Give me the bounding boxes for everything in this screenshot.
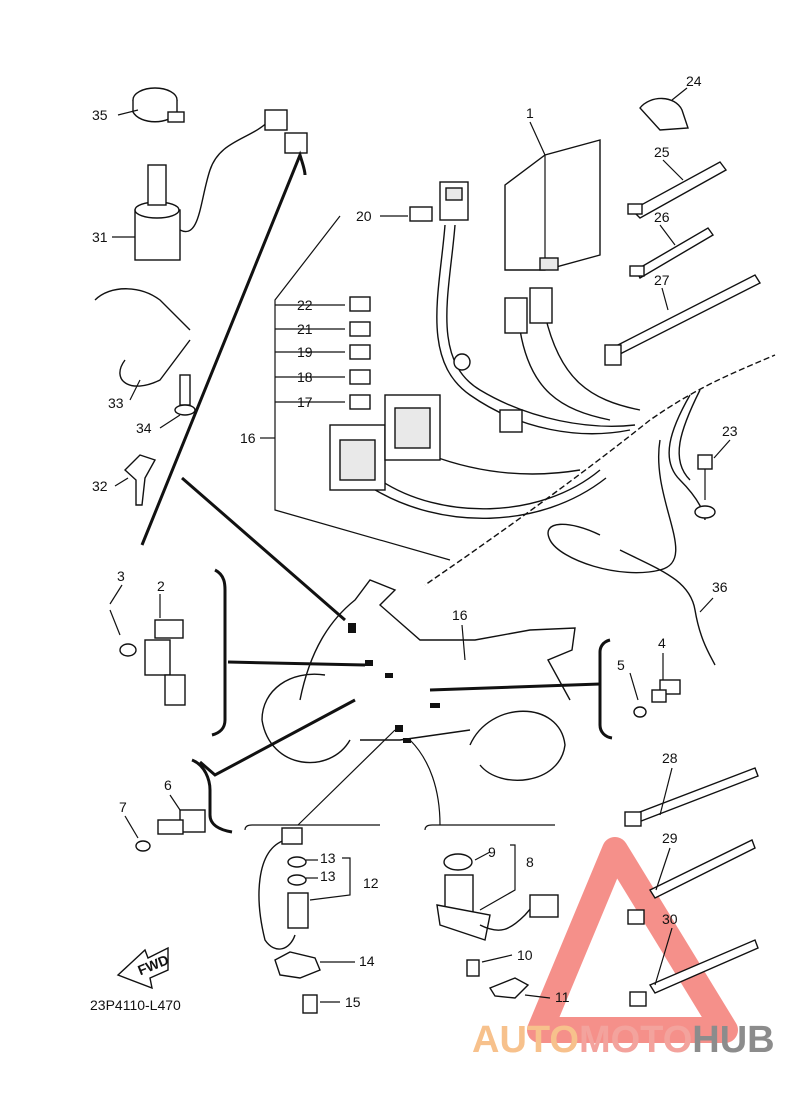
- callout-32: 32: [92, 478, 108, 494]
- callout-7: 7: [119, 799, 127, 815]
- callout-31: 31: [92, 229, 108, 245]
- callout-6: 6: [164, 777, 172, 793]
- callout-3: 3: [117, 568, 125, 584]
- callout-1: 1: [526, 105, 534, 121]
- watermark-text-auto: AUTO: [472, 1019, 579, 1061]
- callout-12: 12: [363, 875, 379, 891]
- watermark-logo: AUTOMOTOHUB: [472, 837, 775, 1061]
- callout-18: 18: [297, 369, 313, 385]
- watermark-text-hub: HUB: [692, 1019, 774, 1061]
- callout-5: 5: [617, 657, 625, 673]
- ignition-switch-group: [94, 87, 308, 506]
- callout-29: 29: [662, 830, 678, 846]
- watermark-text-moto: MOTO: [579, 1019, 692, 1061]
- callout-23: 23: [722, 423, 738, 439]
- callout-25: 25: [654, 144, 670, 160]
- callout-21: 21: [297, 321, 313, 337]
- callout-8: 8: [526, 854, 534, 870]
- callout-28: 28: [662, 750, 678, 766]
- callout-36: 36: [712, 579, 728, 595]
- sensor-group-12: [258, 827, 321, 1014]
- ecu-part: [504, 139, 601, 271]
- sensor-4: [633, 679, 681, 718]
- callout-16b: 16: [452, 607, 468, 623]
- callout-33: 33: [108, 395, 124, 411]
- callout-34: 34: [136, 420, 152, 436]
- clamps: [604, 97, 761, 366]
- callout-11: 11: [555, 989, 570, 1005]
- group-bracket-16: [274, 215, 451, 561]
- switch-6: [135, 809, 206, 852]
- callout-24: 24: [686, 73, 702, 89]
- callout-22: 22: [297, 297, 313, 313]
- callout-17: 17: [297, 394, 313, 410]
- ignition-coil: [109, 609, 186, 706]
- callout-26: 26: [654, 209, 670, 225]
- relay-fuse-block: [409, 181, 469, 222]
- callout-16a: 16: [240, 430, 256, 446]
- callout-20: 20: [356, 208, 372, 224]
- callout-30: 30: [662, 911, 678, 927]
- straps: [624, 767, 759, 1007]
- callout-19: 19: [297, 344, 313, 360]
- relay-boxes: [329, 394, 441, 491]
- watermark-triangle: [527, 837, 738, 1043]
- fwd-arrow: FWD: [116, 946, 171, 990]
- callout-9: 9: [488, 844, 496, 860]
- callout-10: 10: [517, 947, 533, 963]
- diagram-code: 23P4110-L470: [90, 997, 181, 1013]
- callout-2: 2: [157, 578, 165, 594]
- callout-4: 4: [658, 635, 666, 651]
- svg-text:AUTOMOTOHUB: AUTOMOTOHUB: [472, 1019, 775, 1061]
- callout-numbers: 1 2 3 4 5 6 7 8 9 10 11 12 13 13 14 15 1…: [92, 73, 738, 1010]
- callout-15: 15: [345, 994, 361, 1010]
- bolt-23: [694, 454, 716, 519]
- callout-14: 14: [359, 953, 375, 969]
- callout-13a: 13: [320, 850, 336, 866]
- callout-35: 35: [92, 107, 108, 123]
- callout-outline-top: [140, 150, 307, 546]
- wire-harness-main: [371, 224, 777, 666]
- callout-13b: 13: [320, 868, 336, 884]
- sensor-group-8: [436, 853, 559, 999]
- callout-27: 27: [654, 272, 670, 288]
- connector-set: [349, 287, 553, 433]
